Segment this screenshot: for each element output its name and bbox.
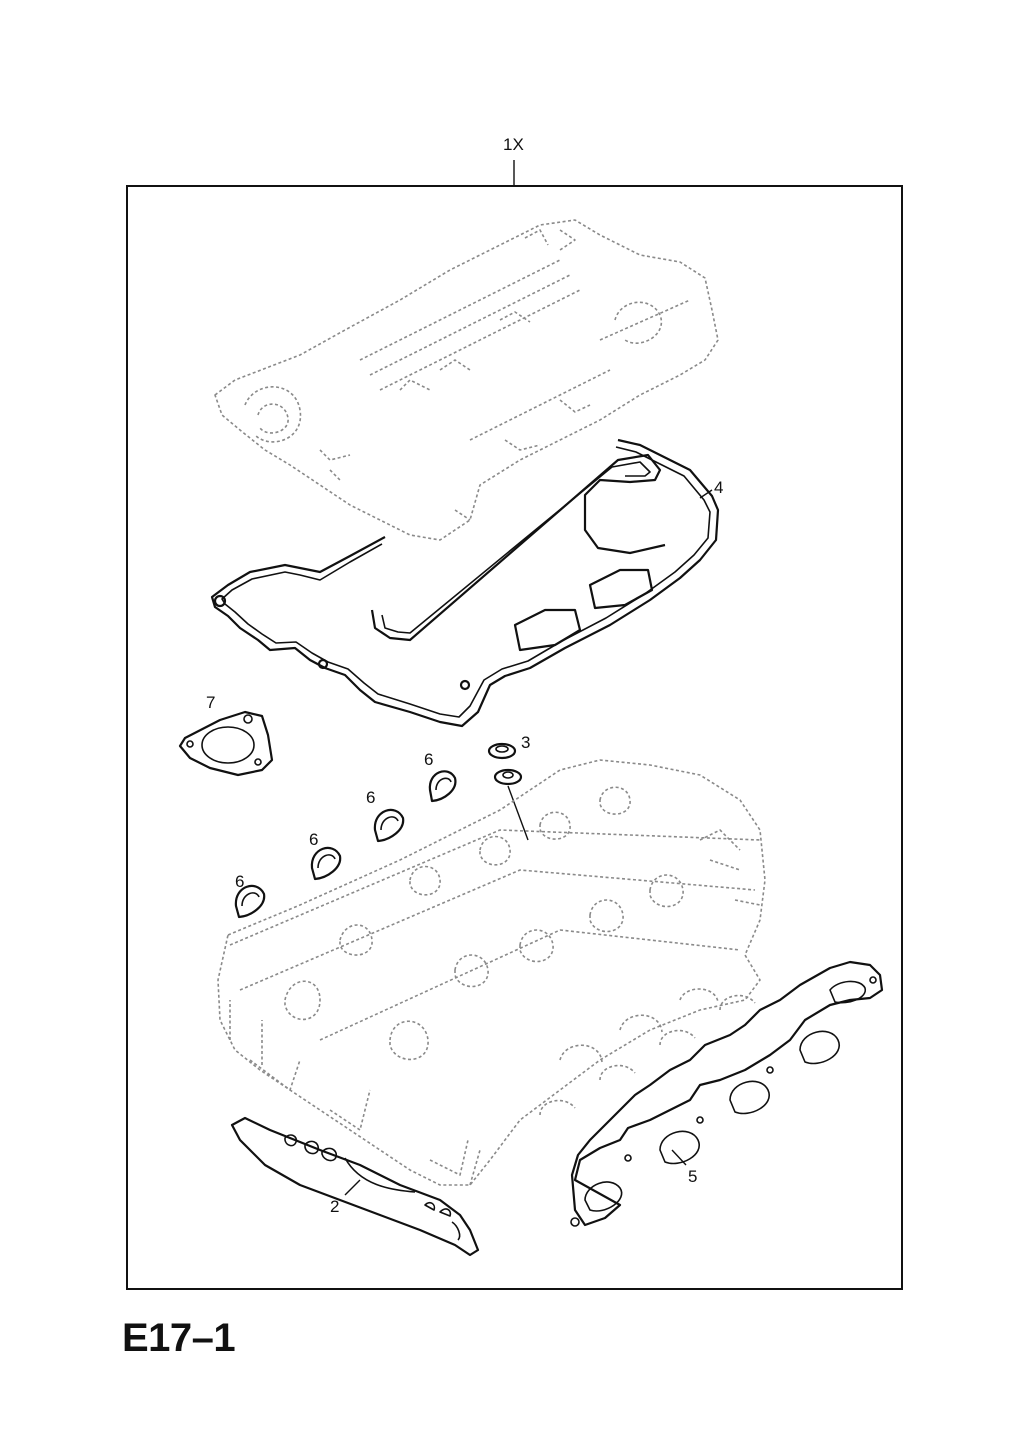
kit-label: 1X — [503, 135, 524, 154]
callout-head-gasket: 2 — [330, 1197, 339, 1216]
callout-intake-seal-d: 6 — [235, 872, 244, 891]
kit-frame — [126, 185, 903, 1290]
camshaft-cover-outline — [214, 219, 719, 541]
intake-manifold-seal-set — [234, 770, 457, 919]
camshaft-cover-gasket — [210, 438, 720, 728]
callout-intake-seal-a: 6 — [424, 750, 433, 769]
valve-stem-seal — [487, 742, 523, 786]
cylinder-head-gasket — [230, 1116, 480, 1257]
callout-exhaust-gasket: 5 — [688, 1167, 697, 1186]
valve-seal-leader — [507, 785, 529, 841]
cover-gasket-leader — [699, 489, 713, 499]
page-code: E17–1 — [122, 1316, 236, 1360]
exhaust-manifold-gasket — [570, 960, 884, 1227]
callout-intake-seal-b: 6 — [366, 788, 375, 807]
exhaust-port-outlines — [539, 994, 756, 1116]
callout-cover-gasket: 4 — [714, 478, 723, 497]
head-gasket-leader — [344, 1179, 361, 1196]
exhaust-gasket-leader — [671, 1149, 687, 1166]
callout-throttle-gasket: 7 — [206, 693, 215, 712]
callout-valve-seal: 3 — [521, 733, 530, 752]
cylinder-head-outline — [217, 759, 766, 1186]
callout-intake-seal-c: 6 — [309, 830, 318, 849]
throttle-body-gasket — [178, 710, 274, 777]
